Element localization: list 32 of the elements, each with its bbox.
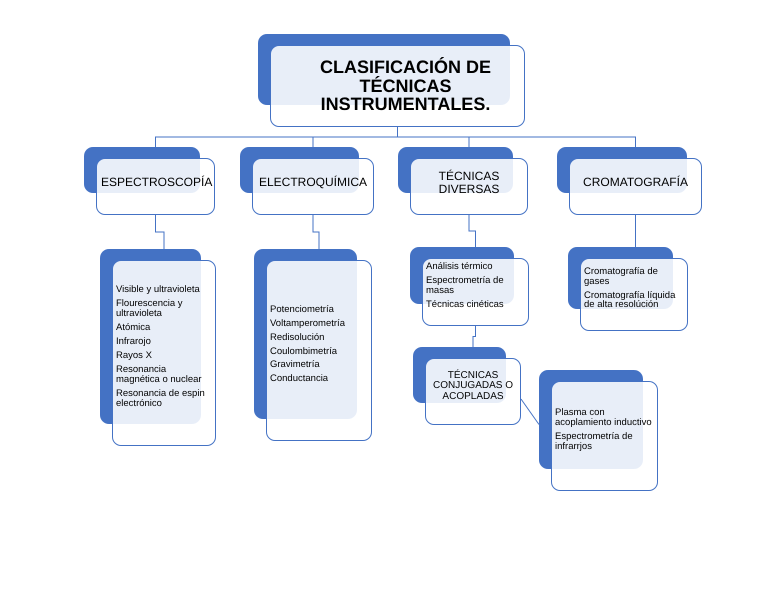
connector-line (472, 326, 476, 348)
list-item: Rayos X (116, 351, 153, 361)
category-label: TÉCNICAS DIVERSAS (438, 170, 500, 196)
list-item: Visible y ultravioleta (116, 285, 201, 296)
list-item: Cromatografía de gases (584, 266, 659, 286)
list-item: Técnicas cinéticas (426, 300, 505, 310)
list-item: Espectrometría de infrarrjos (555, 432, 634, 452)
list-item: Resonancia de espin electrónico (116, 388, 206, 409)
connector-line (155, 214, 164, 250)
list-item: Atómica (116, 323, 152, 334)
category-label: ESPECTROSCOPÍA (101, 176, 210, 189)
category-label: CROMATOGRAFÍA (582, 176, 689, 189)
list-item: Resonancia magnética o nuclear (116, 364, 203, 385)
title-text: CLASIFICACIÓN DE TÉCNICAS INSTRUMENTALES. (319, 58, 492, 114)
connector-line (312, 214, 320, 250)
connector-line (635, 214, 636, 248)
category-label: ELECTROQUÍMICA (258, 176, 368, 189)
list-item: Flourescencia y ultravioleta (116, 299, 184, 320)
category-label: TÉCNICAS CONJUGADAS O ACOPLADAS (432, 370, 514, 402)
connector-line (468, 214, 476, 248)
list-item: Cromatografía líquida de alta resolúción (584, 290, 676, 310)
list-item: Plasma con acoplamiento inductivo (555, 408, 653, 428)
list-item: Redisolución (270, 332, 326, 342)
connector-line (397, 126, 636, 148)
list-item: Gravimetría (270, 360, 321, 370)
list-item: Conductancia (270, 374, 330, 384)
list-item: Infrarojo (116, 337, 152, 347)
list-item: Voltamperometría (270, 318, 346, 329)
list-item: Análisis térmico (426, 262, 494, 272)
list-item: Espectrometría de masas (426, 276, 505, 296)
list-item: Coulombimetría (270, 346, 338, 356)
list-item: Potenciometría (270, 304, 335, 315)
